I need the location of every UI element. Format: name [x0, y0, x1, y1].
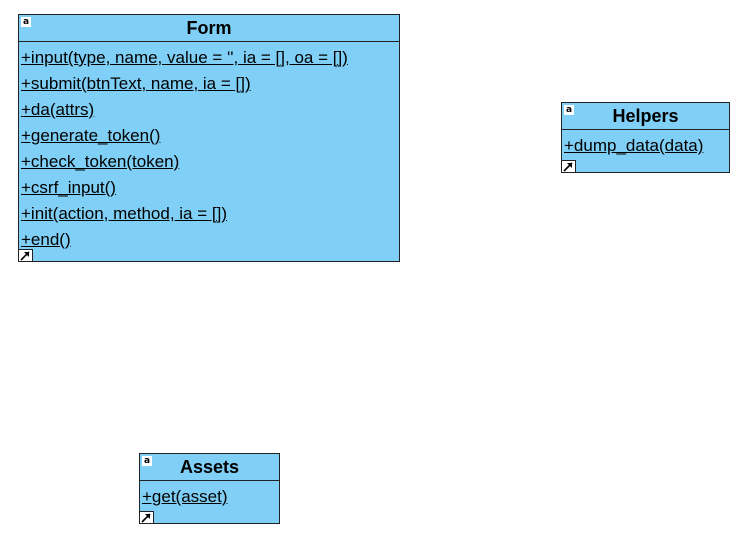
- stereotype-icon: a: [21, 16, 31, 27]
- operations-compartment: +dump_data(data): [562, 130, 729, 162]
- operation-da[interactable]: +da(attrs): [21, 100, 95, 119]
- operation-input[interactable]: +input(type, name, value = '', ia = [], …: [21, 48, 348, 67]
- operation-init[interactable]: +init(action, method, ia = []): [21, 204, 227, 223]
- class-name: Form: [186, 18, 232, 38]
- operation-dump-data[interactable]: +dump_data(data): [564, 136, 704, 155]
- operation-get[interactable]: +get(asset): [142, 487, 228, 506]
- operations-compartment: +input(type, name, value = '', ia = [], …: [19, 42, 399, 256]
- class-header: a Form: [19, 15, 399, 42]
- class-name: Helpers: [612, 106, 679, 126]
- operation-end[interactable]: +end(): [21, 230, 71, 249]
- operation-submit[interactable]: +submit(btnText, name, ia = []): [21, 74, 251, 93]
- resize-handle-icon[interactable]: [562, 160, 576, 172]
- resize-handle-icon[interactable]: [140, 511, 154, 523]
- uml-class-helpers[interactable]: a Helpers +dump_data(data): [561, 102, 730, 173]
- stereotype-icon: a: [564, 104, 574, 115]
- operation-generate-token[interactable]: +generate_token(): [21, 126, 161, 145]
- class-name: Assets: [179, 457, 240, 477]
- stereotype-icon: a: [142, 455, 152, 466]
- operation-check-token[interactable]: +check_token(token): [21, 152, 180, 171]
- resize-handle-icon[interactable]: [19, 249, 33, 261]
- operation-csrf-input[interactable]: +csrf_input(): [21, 178, 116, 197]
- uml-class-assets[interactable]: a Assets +get(asset): [139, 453, 280, 524]
- class-header: a Helpers: [562, 103, 729, 130]
- operations-compartment: +get(asset): [140, 481, 279, 513]
- uml-class-form[interactable]: a Form +input(type, name, value = '', ia…: [18, 14, 400, 262]
- class-header: a Assets: [140, 454, 279, 481]
